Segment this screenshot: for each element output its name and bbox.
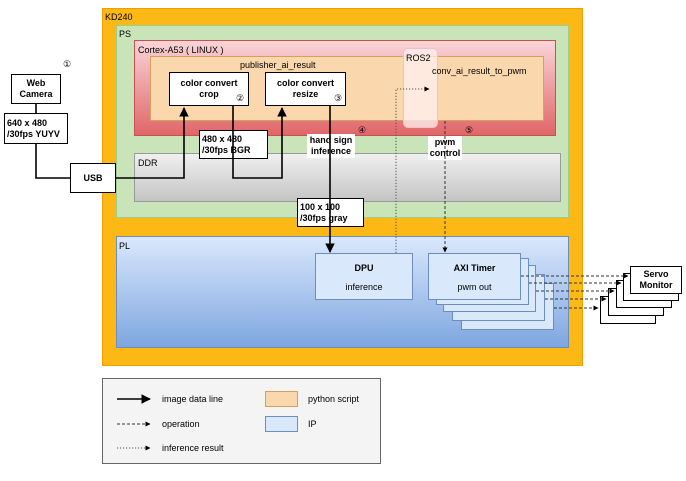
publisher-label: publisher_ai_result	[240, 60, 316, 70]
axi-timer-title: AXI Timer	[453, 263, 496, 273]
hand-sign-inference-label: hand sign inference	[307, 134, 355, 158]
legend-python-swatch	[265, 391, 298, 407]
axi-timer-subtitle: pwm out	[457, 282, 492, 292]
resolution-640-label: 640 x 480 /30fps YUYV	[4, 113, 68, 144]
ps-label: PS	[119, 29, 132, 39]
legend-inference-label: inference result	[162, 443, 224, 453]
line-dpu-to-ros	[395, 86, 430, 253]
line-res-to-usb	[35, 144, 70, 179]
cortex-label: Cortex-A53 ( LINUX )	[138, 45, 224, 55]
dpu-block: DPU inference	[315, 253, 413, 300]
marker-3: ③	[334, 93, 343, 103]
ros2-region	[403, 48, 438, 128]
legend-ip-swatch	[265, 416, 298, 432]
marker-1: ①	[63, 59, 72, 69]
legend-image-line-label: image data line	[162, 394, 224, 404]
marker-2: ②	[236, 93, 245, 103]
color-convert-crop-box: color convert crop	[169, 72, 249, 106]
line-usb-to-crop	[116, 107, 189, 179]
marker-5: ⑤	[465, 125, 474, 135]
legend-ip-label: IP	[308, 419, 317, 429]
pl-label: PL	[119, 241, 131, 251]
kd240-label: KD240	[105, 12, 133, 22]
web-camera-box: Web Camera	[11, 74, 61, 104]
legend-operation-label: operation	[162, 419, 200, 429]
dpu-subtitle: inference	[345, 282, 383, 292]
line-crop-to-resize	[232, 106, 287, 179]
conv-label: conv_ai_result_to_pwm	[432, 66, 527, 76]
servo-monitor-box: Servo Monitor	[630, 266, 682, 294]
dpu-title: DPU	[354, 263, 374, 273]
ddr-region	[134, 153, 561, 202]
legend-python-label: python script	[308, 394, 360, 404]
ddr-label: DDR	[138, 158, 158, 168]
ros2-label: ROS2	[406, 53, 431, 63]
marker-4: ④	[358, 125, 367, 135]
usb-box: USB	[70, 163, 116, 193]
axi-timer-block: AXI Timer pwm out	[428, 253, 521, 300]
color-convert-resize-box: color convert resize	[265, 72, 346, 106]
